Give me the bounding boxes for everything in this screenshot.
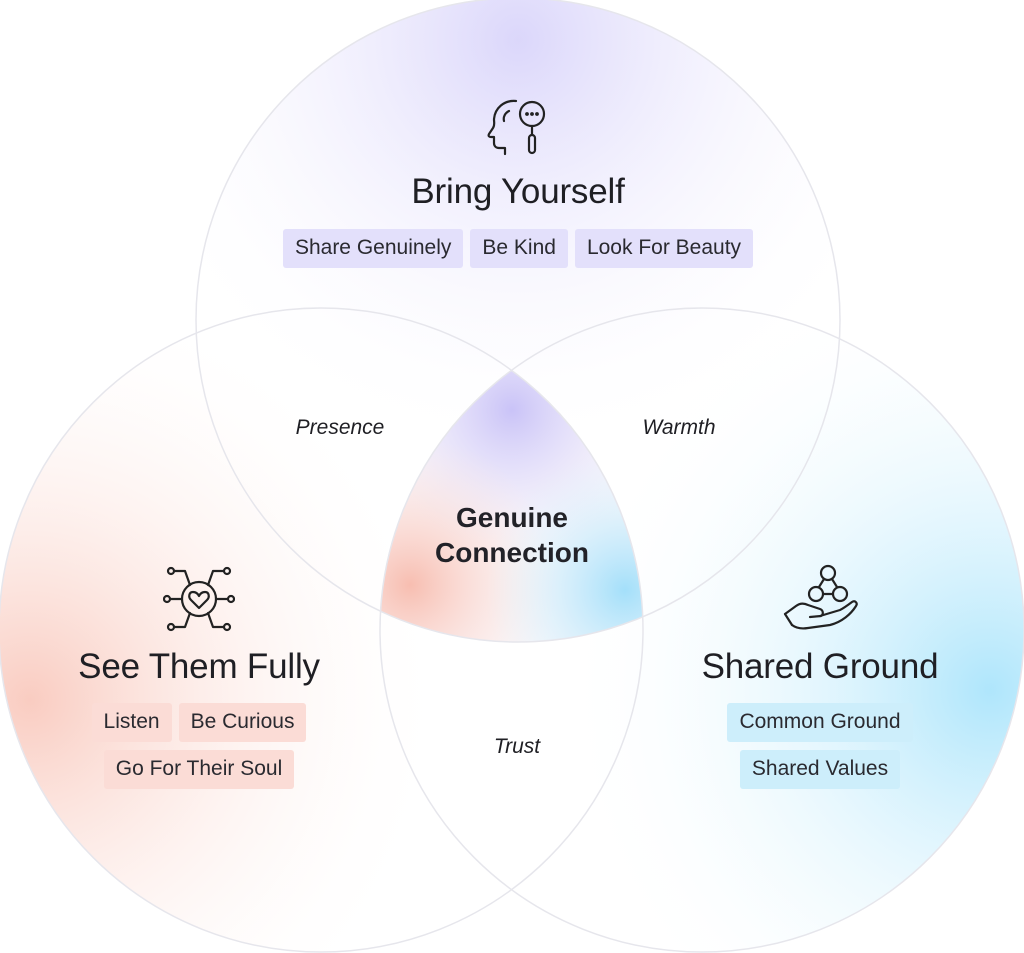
overlap-label-presence: Presence — [295, 416, 385, 439]
head-magnifier-icon — [486, 93, 550, 157]
tag-row-top: Share Genuinely Be Kind Look For Beauty — [218, 229, 818, 268]
circle-top-outline — [195, 0, 841, 643]
tag-row-left-2: Go For Their Soul — [0, 750, 398, 789]
circle-title-left: See Them Fully — [78, 647, 320, 686]
tag-listen: Listen — [91, 703, 172, 742]
circle-title-right: Shared Ground — [701, 647, 939, 686]
tag-shared-values: Shared Values — [739, 750, 901, 789]
tag-go-for-their-soul: Go For Their Soul — [103, 750, 295, 789]
center-label: Genuine Connection — [380, 500, 644, 570]
tag-row-right-1: Common Ground — [620, 703, 1020, 742]
center-label-line-1: Genuine — [455, 502, 568, 533]
overlap-label-trust: Trust — [493, 735, 541, 758]
circle-right-outline — [379, 307, 1024, 953]
center-label-line-2: Connection — [435, 537, 589, 568]
tag-row-left-1: Listen Be Curious — [0, 703, 398, 742]
tag-common-ground: Common Ground — [727, 703, 913, 742]
tag-be-curious: Be Curious — [178, 703, 307, 742]
tag-share-genuinely: Share Genuinely — [282, 229, 464, 268]
heart-network-icon — [163, 565, 235, 633]
overlap-label-warmth: Warmth — [642, 416, 716, 439]
hand-people-icon — [782, 562, 862, 634]
circle-title-top: Bring Yourself — [411, 172, 625, 211]
tag-row-right-2: Shared Values — [620, 750, 1020, 789]
circle-left-outline — [0, 307, 644, 953]
tag-look-for-beauty: Look For Beauty — [574, 229, 754, 268]
tag-be-kind: Be Kind — [470, 229, 568, 268]
